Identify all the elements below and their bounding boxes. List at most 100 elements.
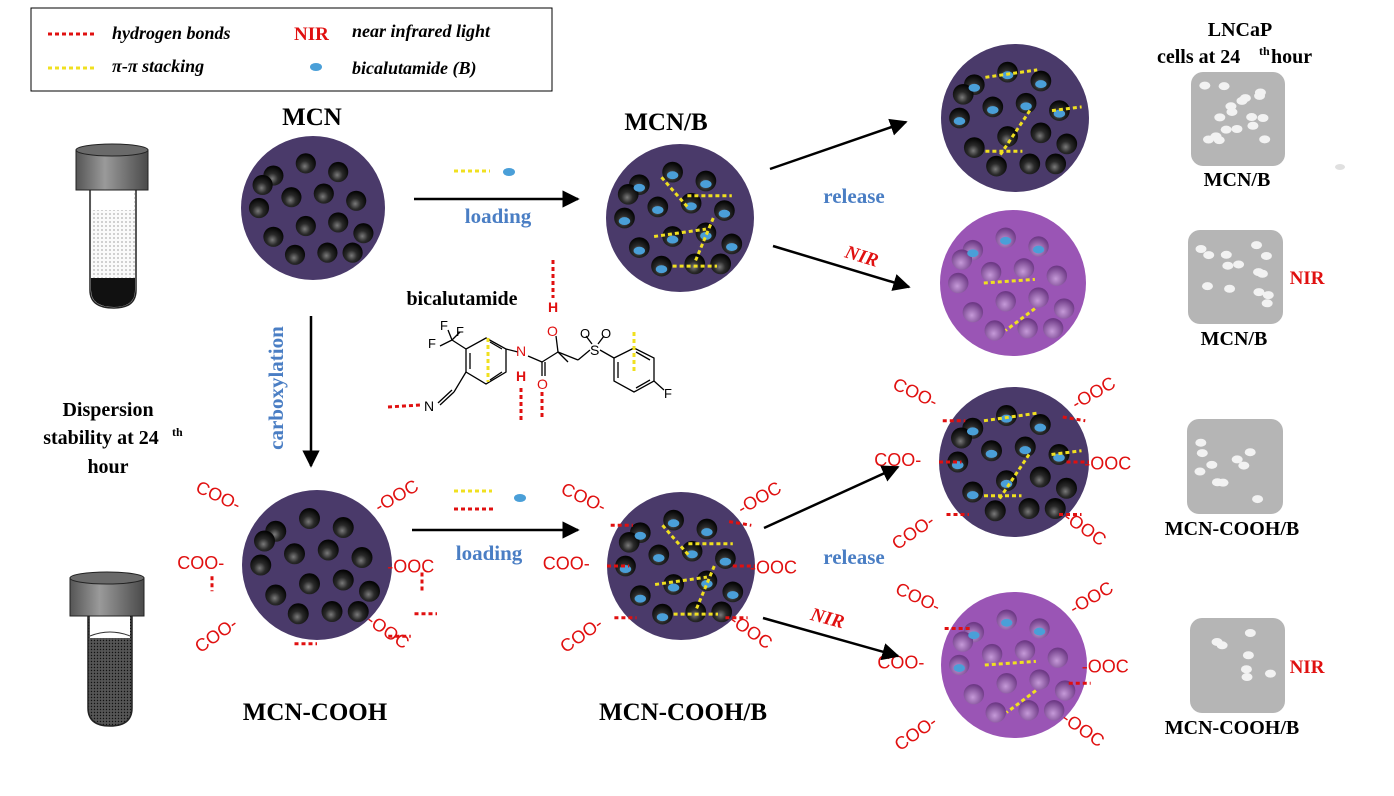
- cell-panel-3: [1187, 419, 1283, 514]
- atom-f2: F: [428, 336, 436, 351]
- atom-n-amide: N: [516, 343, 526, 359]
- drug-dot: [685, 202, 697, 211]
- cell-dot: [1253, 288, 1265, 297]
- drug-dot: [726, 243, 738, 251]
- carboxyl-label: COO-: [558, 479, 609, 517]
- carboxyl-label: COO-: [874, 450, 921, 470]
- particle-cooh-release-pore: [984, 500, 1006, 522]
- particle-mcnb-nir-pore: [1017, 318, 1038, 339]
- stacking-bond: [694, 565, 716, 611]
- stacking-bond: [654, 575, 708, 586]
- carboxyl-label: -OOC: [1082, 656, 1129, 676]
- particle-mcn-cooh-pore: [299, 573, 320, 595]
- drug-dot: [618, 217, 631, 226]
- carboxyl-label: COO-: [891, 711, 941, 754]
- particle-mcn-pore: [342, 242, 363, 263]
- drug-dot: [686, 550, 698, 559]
- legend-stacking: π-π stacking: [112, 56, 204, 76]
- carboxyl-label: -OOC: [371, 476, 422, 517]
- cell-nir-label-2: NIR: [1290, 657, 1325, 678]
- particle-cooh-nir-pore: [963, 683, 985, 705]
- hydrogen-bond: [728, 520, 752, 527]
- stacking-bond: [693, 217, 715, 263]
- cell-dot: [1231, 455, 1243, 464]
- cell-dot: [1244, 448, 1256, 457]
- particle-cooh-nir-pore: [1047, 647, 1069, 668]
- drug-dot: [1000, 479, 1013, 488]
- particle-mcnb-nir-pore: [948, 272, 969, 294]
- particle-mcnb-nir-pore: [962, 301, 984, 323]
- label-nir-bottom: NIR: [807, 604, 846, 633]
- dispersion-line2: stability at 24: [43, 427, 159, 449]
- cell-dot: [1244, 629, 1256, 638]
- particle-mcn-cooh-pore: [250, 554, 272, 576]
- particle-mcnb-nir-pore: [1046, 265, 1068, 286]
- particle-cooh-nir-pore: [1054, 680, 1076, 701]
- cell-dot: [1210, 132, 1222, 141]
- particle-mcn-pore: [328, 161, 349, 183]
- carboxyl-label: -OOC: [387, 557, 434, 577]
- particle-mcnb-release-pore: [1030, 122, 1052, 144]
- drug-legend-swatch: [310, 63, 322, 71]
- drug-dot: [656, 613, 669, 622]
- particle-mcn-cooh-pore: [321, 601, 343, 622]
- particle-mcnb-release-pore: [952, 83, 974, 105]
- carboxyl-label: COO-: [877, 653, 924, 673]
- bicalutamide-structure: bicalutamide: [387, 260, 672, 420]
- arrow-nir-bottom: [762, 616, 900, 661]
- carboxyl-label: -OOC: [1066, 577, 1117, 618]
- particle-cooh-nir-pore: [1018, 700, 1039, 721]
- drug-dot: [967, 249, 979, 258]
- label-loading-bottom: loading: [456, 541, 523, 565]
- cell-dot: [1254, 88, 1266, 97]
- particle-mcn-cooh-pore: [299, 508, 320, 529]
- particle-mcnb-release-pore: [997, 126, 1018, 147]
- cell-dot: [1252, 495, 1264, 504]
- dispersion-line1: Dispersion: [62, 399, 153, 421]
- particle-cooh-nir-pore: [1029, 669, 1050, 690]
- carboxyl-label: -OOC: [734, 477, 785, 518]
- particle-cooh-release-pore: [1018, 498, 1040, 519]
- cell-label-2: MCN/B: [1201, 328, 1268, 350]
- cell-dot: [1246, 113, 1258, 122]
- particle-mcnb-pore: [684, 253, 706, 275]
- carboxyl-label: -OOC: [363, 610, 413, 653]
- cell-dot: [1195, 438, 1207, 447]
- particle-mcnb-nir-pore: [1042, 318, 1064, 339]
- particle-mcnb-pore: [617, 183, 639, 205]
- cell-dot: [1194, 467, 1206, 476]
- particle-mcn-pore: [295, 153, 316, 174]
- cells-title-sup: th: [1259, 44, 1270, 58]
- particle-mcn-pore: [263, 226, 284, 247]
- cells-title2: cells at 24: [1157, 46, 1240, 68]
- cell-dot: [1201, 282, 1213, 291]
- cell-dot: [1260, 251, 1272, 260]
- carboxyl-label: COO-: [556, 613, 606, 656]
- particle-mcnb-nir: [940, 210, 1086, 356]
- carboxyl-label: COO-: [193, 477, 244, 515]
- cell-label-1: MCN/B: [1204, 169, 1271, 191]
- particle-mcn-pore: [284, 244, 306, 265]
- particle-mcn-pore: [346, 190, 367, 211]
- cell-dot: [1211, 478, 1223, 487]
- particle-cooh-release-pore: [1029, 466, 1051, 488]
- legend: hydrogen bonds π-π stacking NIR near inf…: [30, 7, 553, 92]
- particle-cooh-nir-pore: [1043, 700, 1065, 721]
- carboxyl-label: -OOC: [1068, 373, 1119, 414]
- particle-mcnb-nir-pore: [1028, 287, 1049, 308]
- label-bicalutamide: bicalutamide: [406, 288, 517, 310]
- stacking-bond: [997, 453, 1031, 501]
- particle-mcn-cooh-pore: [265, 584, 287, 606]
- atom-f3: F: [440, 318, 448, 333]
- cell-dot: [1218, 82, 1230, 91]
- cell-dot: [1264, 669, 1276, 678]
- particle-mcn-pore: [252, 174, 273, 196]
- carboxyl-label: -OOC: [750, 557, 797, 577]
- drug-dot: [633, 183, 645, 192]
- cell-dot: [1199, 81, 1211, 90]
- drug-dot: [727, 591, 739, 599]
- atom-h-hydroxyl: H: [548, 299, 558, 315]
